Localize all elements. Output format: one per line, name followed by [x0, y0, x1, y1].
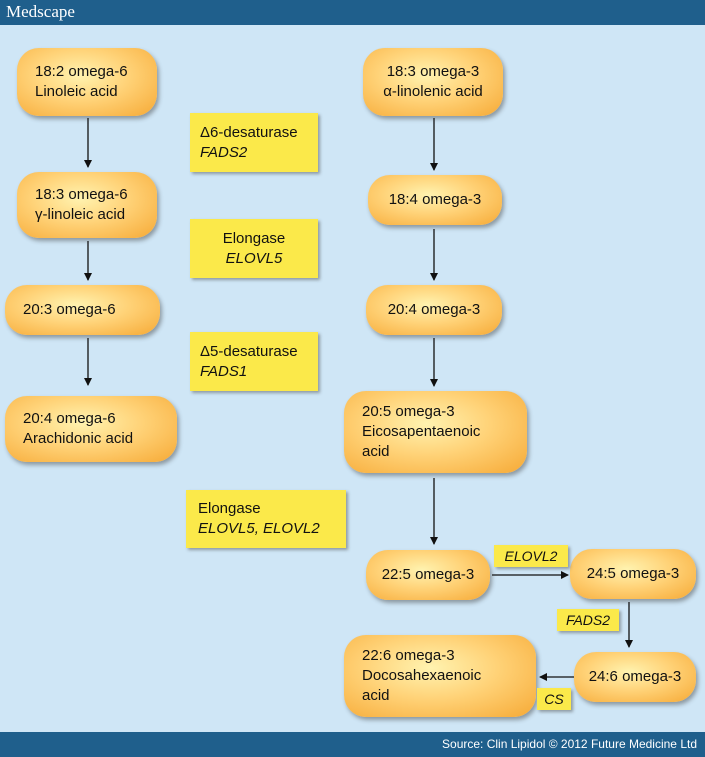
node-label: Linoleic acid [35, 83, 118, 100]
node-24-6-omega-3: 24:6 omega-3 [574, 652, 696, 702]
enzyme-name: Δ6-desaturase [200, 123, 298, 141]
enzyme-elongase-elovl5: Elongase ELOVL5 [190, 219, 318, 278]
node-18-4-omega-3: 18:4 omega-3 [368, 175, 502, 225]
node-22-5-omega-3: 22:5 omega-3 [366, 550, 490, 600]
enzyme-name: Elongase [198, 500, 261, 517]
enzyme-name: Δ5-desaturase [200, 342, 298, 360]
node-docosahexaenoic-acid: 22:6 omega-3 Docosahexaenoic acid [344, 635, 536, 717]
enzyme-elongase-elovl5-elovl2: Elongase ELOVL5, ELOVL2 [186, 490, 346, 548]
enzyme-elovl2: ELOVL2 [494, 545, 568, 567]
enzyme-gene: ELOVL5 [225, 249, 283, 267]
node-gamma-linoleic-acid: 18:3 omega-6 γ-linoleic acid [17, 172, 157, 238]
node-label: 24:6 omega-3 [588, 668, 682, 685]
source-credit: Source: Clin Lipidol © 2012 Future Medic… [442, 737, 697, 751]
enzyme-gene: FADS1 [200, 362, 248, 380]
node-arachidonic-acid: 20:4 omega-6 Arachidonic acid [5, 396, 177, 462]
enzyme-gene: FADS2 [565, 612, 611, 628]
node-label: 20:4 omega-6 [23, 410, 116, 427]
enzyme-fads2: FADS2 [557, 609, 619, 631]
node-eicosapentaenoic-acid: 20:5 omega-3 Eicosapentaenoic acid [344, 391, 527, 473]
node-label: 22:6 omega-3 [362, 647, 455, 664]
node-label: 18:2 omega-6 [35, 63, 128, 80]
enzyme-cs: CS [537, 688, 571, 710]
node-label: 24:5 omega-3 [586, 565, 680, 582]
node-alpha-linolenic-acid: 18:3 omega-3 α-linolenic acid [363, 48, 503, 116]
node-label: α-linolenic acid [383, 83, 483, 100]
node-label: 20:3 omega-6 [23, 301, 116, 318]
node-label: 20:5 omega-3 [362, 403, 455, 420]
node-label: 18:3 omega-3 [386, 63, 480, 80]
node-label: acid [362, 687, 390, 704]
node-label: 18:3 omega-6 [35, 186, 128, 203]
medscape-logo: Medscape [6, 2, 75, 21]
enzyme-name: Elongase [222, 229, 286, 247]
footer-bar: Source: Clin Lipidol © 2012 Future Medic… [0, 732, 705, 757]
node-label: 20:4 omega-3 [387, 301, 481, 318]
node-label: Arachidonic acid [23, 430, 134, 447]
node-label: acid [362, 443, 390, 460]
enzyme-gene: CS [544, 691, 564, 707]
enzyme-gene: FADS2 [200, 143, 248, 161]
node-label: γ-linoleic acid [35, 206, 126, 223]
enzyme-gene: ELOVL2 [504, 548, 558, 564]
header-bar: Medscape [0, 0, 705, 25]
enzyme-gene: ELOVL5, ELOVL2 [198, 520, 320, 537]
node-20-3-omega-6: 20:3 omega-6 [5, 285, 160, 335]
node-linoleic-acid: 18:2 omega-6 Linoleic acid [17, 48, 157, 116]
node-label: 22:5 omega-3 [381, 566, 475, 583]
enzyme-delta5-desaturase: Δ5-desaturase FADS1 [190, 332, 318, 391]
enzyme-delta6-desaturase: Δ6-desaturase FADS2 [190, 113, 318, 172]
node-label: 18:4 omega-3 [388, 191, 482, 208]
node-label: Eicosapentaenoic [362, 423, 481, 440]
node-20-4-omega-3: 20:4 omega-3 [366, 285, 502, 335]
node-label: Docosahexaenoic [362, 667, 482, 684]
node-24-5-omega-3: 24:5 omega-3 [570, 549, 696, 599]
